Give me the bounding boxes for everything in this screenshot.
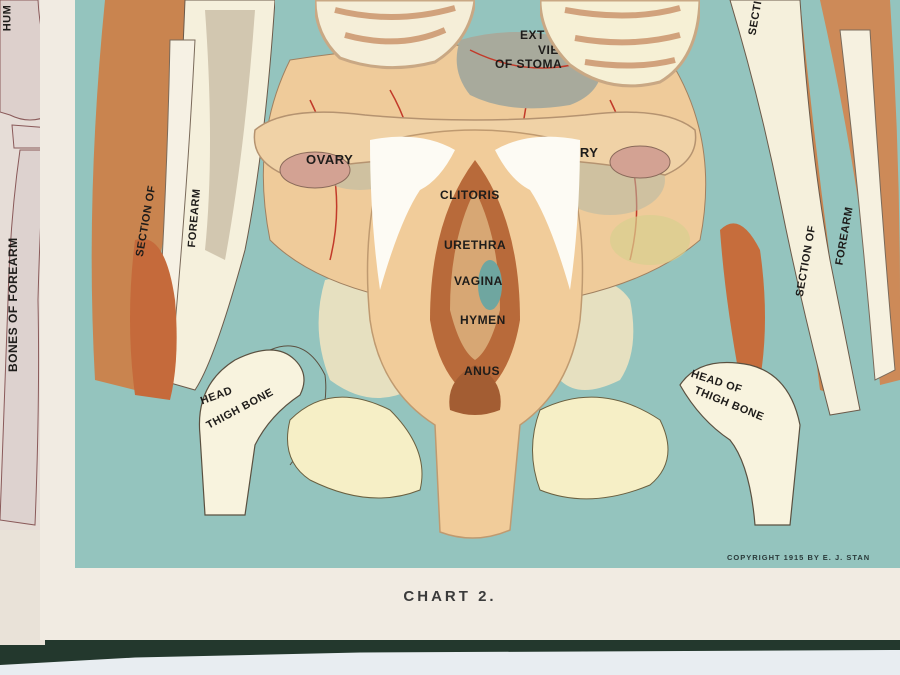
label-ovary-left: OVARY <box>306 152 354 167</box>
label-stomach-1: EXT <box>520 28 545 42</box>
label-urethra: URETHRA <box>444 238 507 252</box>
label-anus: ANUS <box>464 364 501 378</box>
label-clitoris: CLITORIS <box>440 188 500 202</box>
right-forearm-illustration <box>710 0 900 416</box>
left-ribcage-flap <box>315 0 475 70</box>
chart-caption: CHART 2. <box>403 588 497 605</box>
copyright-notice: COPYRIGHT 1915 BY E. J. STAN <box>727 553 871 562</box>
left-page-lower <box>0 530 45 645</box>
right-thigh-bone <box>679 362 801 526</box>
right-ribcage-flap <box>540 0 700 88</box>
label-vagina: VAGINA <box>454 274 503 288</box>
left-forearm-illustration <box>91 0 275 400</box>
label-hymen: HYMEN <box>460 313 506 327</box>
label-stomach-3: OF STOMA <box>495 57 563 71</box>
left-thigh-bone <box>198 345 327 516</box>
label-bones-of-forearm: BONES OF FOREARM <box>6 237 20 372</box>
label-left-page-top: HUM <box>1 4 14 32</box>
vulva-flap <box>366 129 584 539</box>
